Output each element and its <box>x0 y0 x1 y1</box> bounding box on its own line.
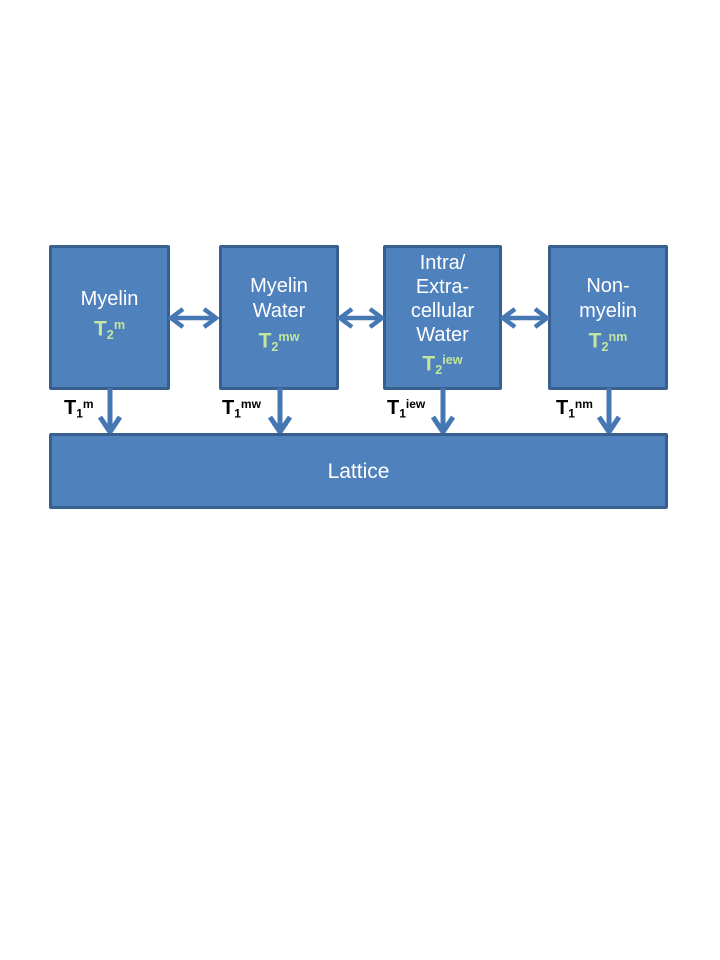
box-label: Water <box>416 324 469 347</box>
down-arrow-icon <box>430 388 456 436</box>
box-label: Myelin <box>250 275 308 298</box>
box-label: Non- <box>586 275 630 298</box>
box-label: Myelin <box>80 287 139 310</box>
t1-label-iew: T1iew <box>387 397 426 421</box>
box-label: Water <box>252 300 306 323</box>
left-right-arrow-icon <box>337 307 385 329</box>
box-myelin: Myelin T2m <box>49 245 170 390</box>
lattice-label: Lattice <box>327 459 390 483</box>
box-non-myelin: Non- myelin T2nm <box>548 245 668 390</box>
down-arrow-icon <box>97 388 123 436</box>
t2-label: T2iew <box>422 352 463 378</box>
box-myelin-water: Myelin Water T2mw <box>219 245 339 390</box>
t1-label-non-myelin: T1nm <box>556 397 593 421</box>
t1-label-myelin: T1m <box>64 397 94 421</box>
lattice-box: Lattice <box>49 433 668 509</box>
down-arrow-icon <box>596 388 622 436</box>
box-label: myelin <box>579 300 637 323</box>
t2-label: T2m <box>93 317 126 343</box>
t2-label: T2mw <box>258 329 300 355</box>
box-label: cellular <box>410 300 475 323</box>
down-arrow-icon <box>267 388 293 436</box>
t1-label-myelin-water: T1mw <box>222 397 261 421</box>
box-label: Intra/ <box>419 252 466 275</box>
left-right-arrow-icon <box>168 307 219 329</box>
box-label: Extra- <box>415 276 470 299</box>
left-right-arrow-icon <box>500 307 550 329</box>
box-intra-extra-cellular-water: Intra/ Extra- cellular Water T2iew <box>383 245 502 390</box>
t2-label: T2nm <box>588 329 628 355</box>
